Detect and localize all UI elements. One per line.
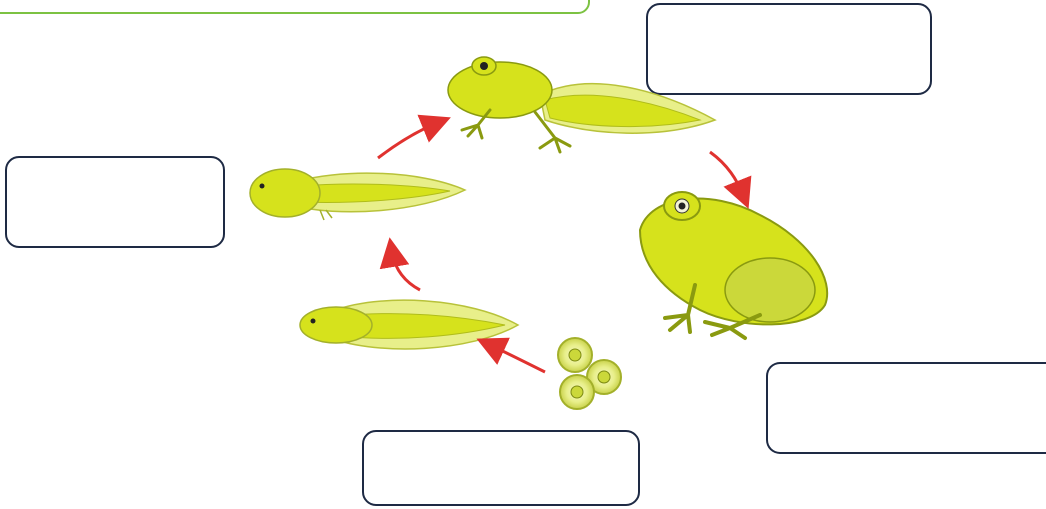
arrow-legs-to-froglet [378, 123, 437, 158]
arrow-tadpole-to-legs [392, 252, 420, 290]
arrow-eggs-to-tadpole [490, 345, 545, 372]
tadpole-icon [300, 300, 518, 349]
froglet-icon [448, 57, 715, 152]
arrow-froglet-to-adult [710, 152, 743, 195]
eggs-icon [558, 338, 621, 409]
adult-frog-icon [640, 192, 827, 338]
tadpole-with-legs-icon [250, 169, 465, 220]
